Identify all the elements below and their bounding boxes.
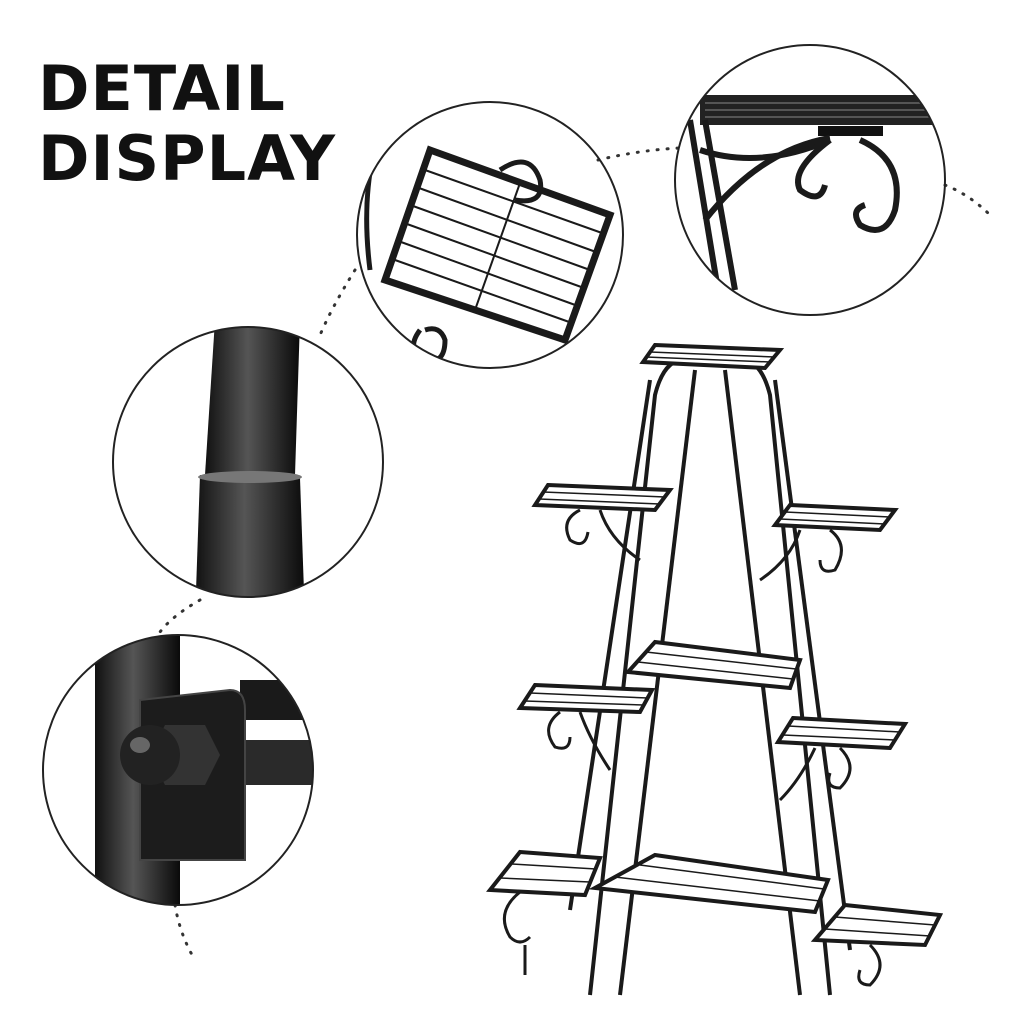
detail-ring-2 <box>674 44 946 316</box>
dotted-connectors <box>153 146 992 962</box>
detail-ring-1 <box>356 101 624 369</box>
shelves <box>486 342 944 948</box>
title-line-2: DISPLAY <box>38 122 337 195</box>
detail-ring-4 <box>42 634 314 906</box>
scroll-decorations <box>502 508 882 987</box>
detail-bolt-connection <box>95 635 313 905</box>
detail-shelf-top-view <box>364 129 615 364</box>
title-line-1: DETAIL <box>38 52 286 125</box>
shelf-wires <box>499 351 936 937</box>
detail-scroll-bracket <box>687 95 945 291</box>
detail-ring-3 <box>112 326 384 598</box>
detail-tube-joint <box>195 327 305 597</box>
